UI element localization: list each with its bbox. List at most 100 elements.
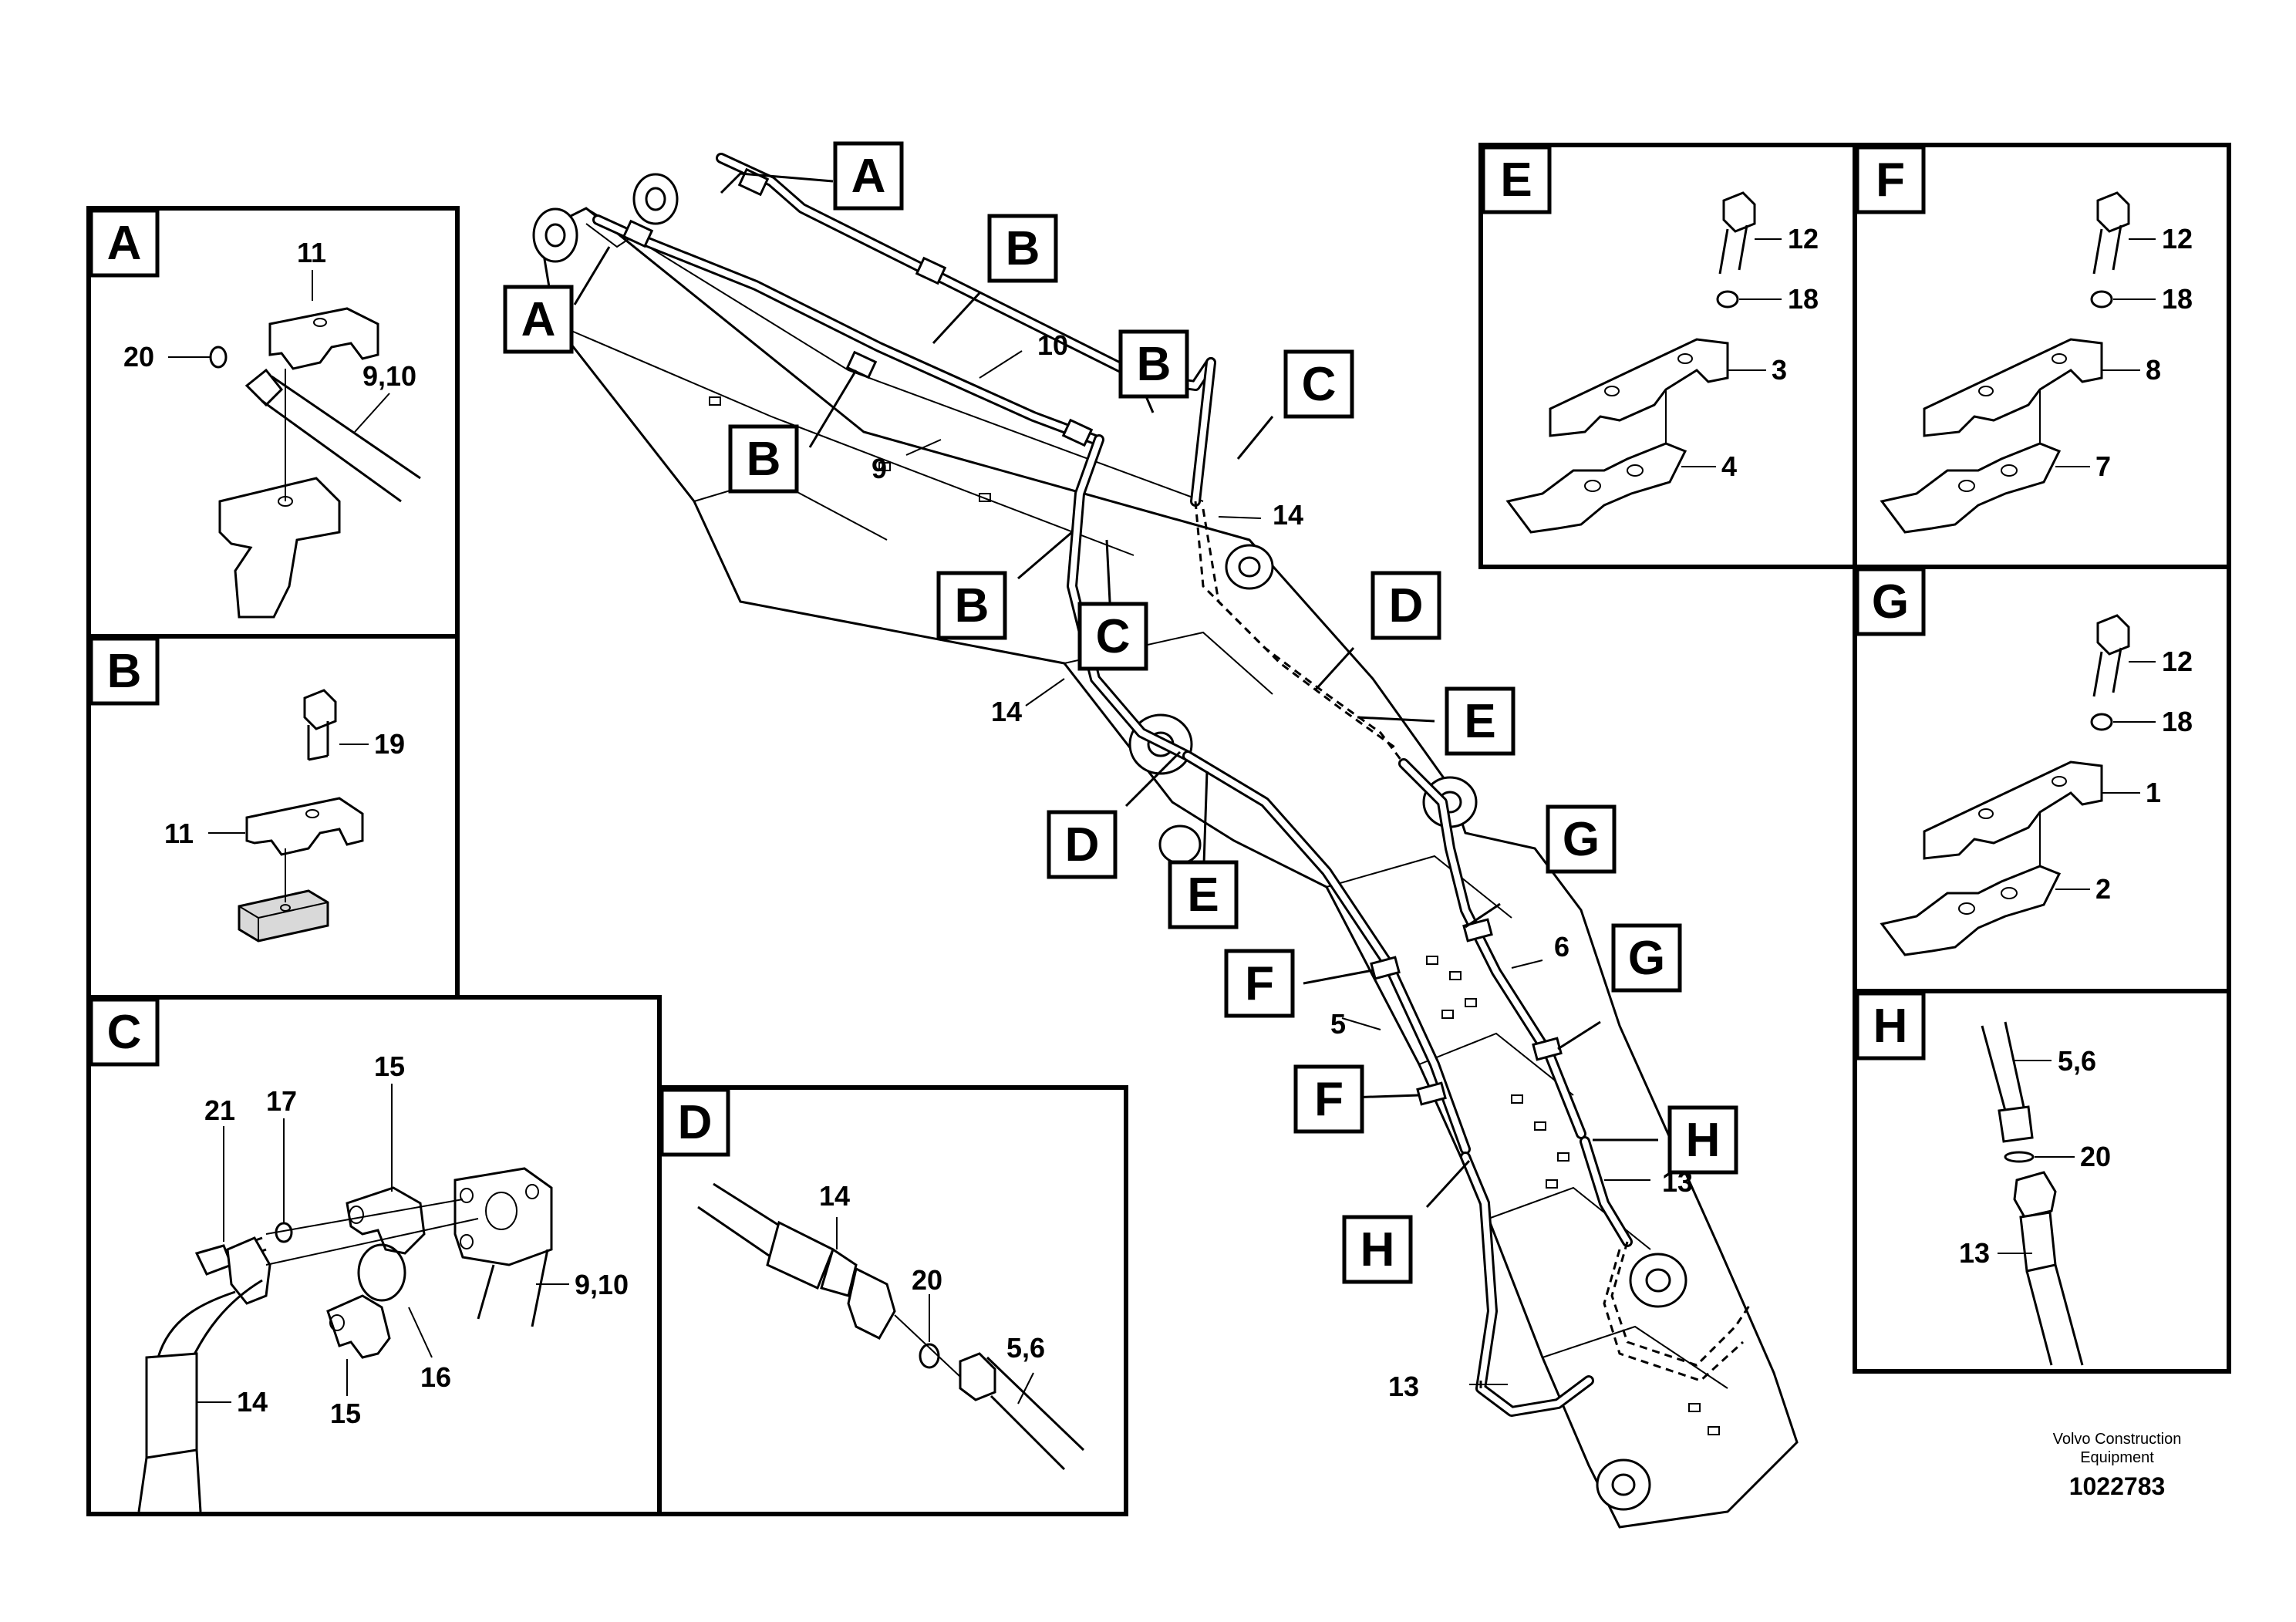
detail-panel-B: B 19 11 bbox=[86, 634, 460, 1000]
svg-text:11: 11 bbox=[297, 237, 326, 268]
svg-text:13: 13 bbox=[1662, 1166, 1693, 1198]
callout-G-1: G bbox=[1546, 804, 1617, 874]
svg-text:18: 18 bbox=[2162, 706, 2193, 737]
svg-text:5,6: 5,6 bbox=[2058, 1045, 2096, 1077]
callout-F-2: F bbox=[1293, 1064, 1364, 1134]
callout-B-4: B bbox=[936, 571, 1007, 640]
svg-text:16: 16 bbox=[420, 1361, 451, 1393]
svg-text:9,10: 9,10 bbox=[575, 1269, 629, 1300]
svg-text:C: C bbox=[1302, 358, 1337, 411]
detail-panel-E: E 12 18 3 4 bbox=[1478, 143, 1857, 569]
callout-leaders bbox=[573, 172, 1658, 1388]
svg-text:D: D bbox=[1065, 818, 1100, 872]
svg-text:20: 20 bbox=[2080, 1141, 2111, 1172]
svg-text:12: 12 bbox=[2162, 223, 2193, 255]
svg-text:3: 3 bbox=[1772, 354, 1787, 386]
svg-text:13: 13 bbox=[1959, 1237, 1990, 1269]
svg-text:H: H bbox=[1873, 1000, 1908, 1053]
svg-text:C: C bbox=[107, 1006, 142, 1059]
svg-text:B: B bbox=[955, 579, 990, 632]
main-part-numbers: 10 9 14 14 5 6 13 13 bbox=[872, 329, 1693, 1402]
company-line-1: Volvo Construction bbox=[2053, 1431, 2182, 1448]
callout-G-2: G bbox=[1611, 923, 1682, 993]
svg-text:H: H bbox=[1360, 1223, 1395, 1276]
svg-text:5,6: 5,6 bbox=[1006, 1332, 1045, 1364]
svg-text:E: E bbox=[1187, 868, 1219, 922]
svg-text:18: 18 bbox=[2162, 283, 2193, 315]
hoses-13 bbox=[1460, 1136, 1752, 1417]
svg-text:4: 4 bbox=[1721, 450, 1737, 482]
svg-text:G: G bbox=[1563, 813, 1600, 866]
svg-text:17: 17 bbox=[266, 1085, 297, 1117]
svg-text:A: A bbox=[107, 217, 142, 270]
detail-panel-H: H 5,6 20 13 bbox=[1853, 989, 2231, 1374]
svg-text:9: 9 bbox=[872, 453, 887, 484]
svg-text:B: B bbox=[747, 433, 781, 486]
svg-text:F: F bbox=[1245, 957, 1274, 1010]
callout-F-1: F bbox=[1224, 949, 1295, 1018]
svg-text:F: F bbox=[1876, 153, 1905, 207]
callout-A-top: A bbox=[833, 141, 904, 211]
callout-H-1: H bbox=[1667, 1105, 1738, 1175]
svg-text:19: 19 bbox=[374, 728, 405, 760]
callout-A-left: A bbox=[503, 285, 574, 354]
svg-text:B: B bbox=[1006, 222, 1040, 275]
svg-text:13: 13 bbox=[1388, 1371, 1419, 1402]
hydraulic-pipes-9-10 bbox=[592, 153, 1216, 447]
detail-panel-C: C 21 17 15 16 bbox=[86, 995, 662, 1516]
svg-text:11: 11 bbox=[164, 818, 194, 849]
callout-D-1: D bbox=[1371, 571, 1441, 640]
callout-B-1: B bbox=[987, 214, 1058, 283]
svg-text:14: 14 bbox=[1273, 499, 1303, 531]
svg-text:12: 12 bbox=[2162, 646, 2193, 677]
callout-E-2: E bbox=[1168, 860, 1239, 929]
company-line-2: Equipment bbox=[2080, 1449, 2154, 1466]
svg-text:5: 5 bbox=[1330, 1008, 1346, 1040]
svg-text:E: E bbox=[1500, 153, 1532, 207]
svg-text:B: B bbox=[1137, 338, 1172, 391]
svg-text:14: 14 bbox=[237, 1386, 268, 1418]
svg-text:G: G bbox=[1628, 932, 1665, 985]
svg-text:D: D bbox=[1389, 579, 1424, 632]
svg-text:15: 15 bbox=[374, 1050, 405, 1082]
svg-text:12: 12 bbox=[1788, 223, 1819, 255]
callout-B-3: B bbox=[1118, 329, 1189, 399]
svg-text:B: B bbox=[107, 645, 142, 698]
svg-text:14: 14 bbox=[819, 1180, 850, 1212]
detail-panel-G: G 12 18 1 2 bbox=[1853, 565, 2231, 993]
detail-panel-A: A 11 20 9,10 bbox=[86, 206, 460, 639]
svg-text:8: 8 bbox=[2146, 354, 2161, 386]
svg-text:6: 6 bbox=[1554, 931, 1569, 963]
callout-D-2: D bbox=[1047, 810, 1118, 879]
callout-C-1: C bbox=[1283, 349, 1354, 419]
svg-text:E: E bbox=[1464, 695, 1495, 748]
svg-text:1: 1 bbox=[2146, 777, 2161, 808]
callout-H-2: H bbox=[1342, 1215, 1413, 1284]
svg-text:15: 15 bbox=[330, 1398, 361, 1429]
svg-text:G: G bbox=[1872, 575, 1909, 629]
drawing-number: 1022783 bbox=[2069, 1472, 2166, 1500]
svg-text:7: 7 bbox=[2095, 450, 2111, 482]
svg-text:F: F bbox=[1314, 1073, 1344, 1126]
svg-text:9,10: 9,10 bbox=[362, 360, 416, 392]
svg-text:2: 2 bbox=[2095, 873, 2111, 905]
svg-text:A: A bbox=[851, 150, 886, 203]
svg-text:14: 14 bbox=[991, 696, 1022, 727]
part-leaders-main bbox=[905, 350, 1650, 1385]
svg-text:D: D bbox=[678, 1096, 713, 1149]
title-block: Volvo Construction Equipment 1022783 bbox=[2053, 1431, 2182, 1500]
detail-panel-D: D 14 20 5,6 bbox=[657, 1085, 1128, 1516]
svg-text:21: 21 bbox=[204, 1094, 235, 1126]
callout-C-2: C bbox=[1077, 602, 1148, 671]
svg-text:H: H bbox=[1686, 1114, 1721, 1167]
svg-text:18: 18 bbox=[1788, 283, 1819, 315]
callout-E-1: E bbox=[1445, 686, 1515, 756]
boom-assembly bbox=[532, 173, 1799, 1529]
pipes-5-6 bbox=[1182, 750, 1586, 1155]
svg-text:20: 20 bbox=[123, 341, 154, 373]
svg-text:C: C bbox=[1096, 610, 1131, 663]
detail-panel-F: F 12 18 8 7 bbox=[1853, 143, 2231, 569]
svg-text:20: 20 bbox=[912, 1264, 942, 1296]
svg-text:10: 10 bbox=[1037, 329, 1068, 361]
